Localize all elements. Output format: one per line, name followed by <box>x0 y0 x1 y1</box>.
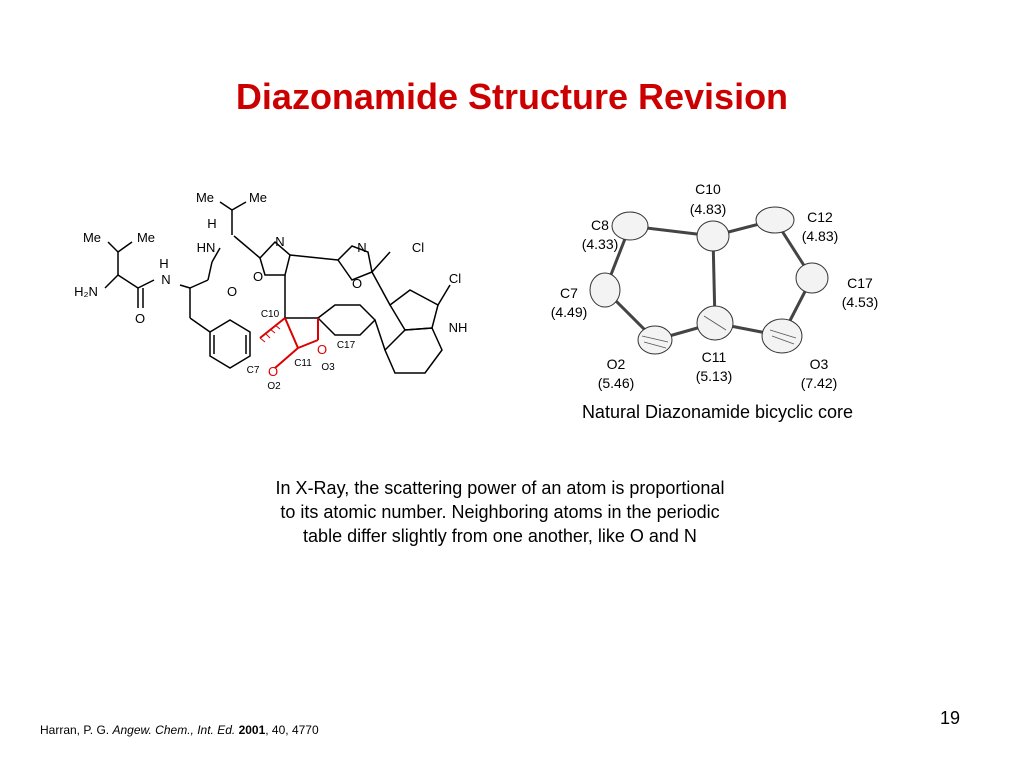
ref-year: 2001 <box>238 723 266 737</box>
label-o2: O2 <box>267 381 281 392</box>
label-n: N <box>357 240 366 255</box>
slide-title: Diazonamide Structure Revision <box>235 76 789 117</box>
label-o-red: O <box>317 342 327 357</box>
atom-value-c11: (5.13) <box>696 368 733 384</box>
label-o: O <box>227 284 237 299</box>
atom-value-o2: (5.46) <box>598 375 635 391</box>
page-number: 19 <box>940 708 961 728</box>
label-o: O <box>253 269 263 284</box>
label-n: N <box>275 234 284 249</box>
body-line: to its atomic number. Neighboring atoms … <box>280 502 720 522</box>
label-hn: HN <box>197 240 216 255</box>
label-n: N <box>161 272 170 287</box>
label-h2n: H₂N <box>74 284 98 299</box>
atom-label-c10: C10 <box>695 181 721 197</box>
atom-value-c8: (4.33) <box>582 236 619 252</box>
atom-value-o3: (7.42) <box>801 375 838 391</box>
body-line: In X-Ray, the scattering power of an ato… <box>275 478 725 498</box>
label-me: Me <box>137 230 155 245</box>
label-nh: NH <box>449 320 468 335</box>
label-me: Me <box>196 190 214 205</box>
ortep-diagram: C10 (4.83) C8 (4.33) C12 (4.83) C17 (4.5… <box>551 181 879 391</box>
atom-label-c8: C8 <box>591 217 609 233</box>
ref-authors: Harran, P. G. <box>40 723 113 737</box>
label-o3: O3 <box>321 362 335 373</box>
atom-label-c11: C11 <box>702 349 727 365</box>
body-text: In X-Ray, the scattering power of an ato… <box>180 476 820 548</box>
atom-label-o2: O2 <box>607 356 626 372</box>
label-cl: Cl <box>412 240 424 255</box>
label-c7: C7 <box>247 365 260 376</box>
label-me: Me <box>83 230 101 245</box>
atom-value-c12: (4.83) <box>802 228 839 244</box>
ref-journal: Angew. Chem., Int. Ed. <box>112 723 236 737</box>
body-line: table differ slightly from one another, … <box>303 526 697 546</box>
atom-label-c17: C17 <box>847 275 873 291</box>
label-me: Me <box>249 190 267 205</box>
label-h: H <box>159 256 168 271</box>
ref-rest: , 40, 4770 <box>265 723 319 737</box>
atom-label-c12: C12 <box>807 209 833 225</box>
label-c11: C11 <box>294 358 312 369</box>
label-o: O <box>135 311 145 326</box>
label-h: H <box>207 216 216 231</box>
atom-label-o3: O3 <box>810 356 829 372</box>
label-o: O <box>352 276 362 291</box>
atom-value-c10: (4.83) <box>690 201 727 217</box>
atom-label-c7: C7 <box>560 285 578 301</box>
reference: Harran, P. G. Angew. Chem., Int. Ed. 200… <box>40 723 319 737</box>
atom-value-c7: (4.49) <box>551 304 588 320</box>
label-o-red: O <box>268 364 278 379</box>
label-c17: C17 <box>337 340 356 351</box>
diazonamide-structure: Me Me H HN Me Me H N H₂N O O N O N O Cl … <box>74 190 468 392</box>
label-cl: Cl <box>449 271 461 286</box>
label-c10: C10 <box>261 309 280 320</box>
atom-value-c17: (4.53) <box>842 294 879 310</box>
ortep-caption: Natural Diazonamide bicyclic core <box>581 402 854 422</box>
